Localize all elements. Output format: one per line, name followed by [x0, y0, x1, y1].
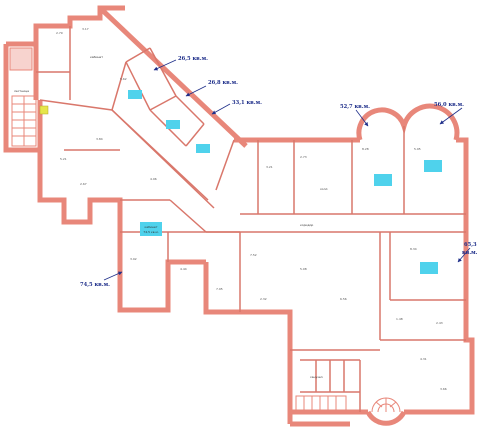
arrow-52-7: [355, 109, 369, 127]
outer-walls: [3, 5, 475, 427]
room-tag-5: [424, 160, 442, 172]
dim-20: 3.66: [440, 387, 447, 391]
round-stair: [371, 397, 401, 413]
arrow-26-8: [185, 85, 207, 97]
area-label-26-8: 26,8 кв.м.: [208, 80, 238, 86]
highlight-tags: [128, 90, 442, 274]
interior-walls: [36, 26, 466, 412]
dim-12: 5.95: [414, 147, 421, 151]
room-tag-1: [128, 90, 142, 99]
room-names: кабинет коридор санузел лестница холл: [14, 55, 328, 379]
arrow-65-3: [457, 247, 471, 263]
dim-19: 4.31: [420, 357, 427, 361]
dim-2: 3.17: [82, 27, 89, 31]
left-stair: [9, 47, 37, 147]
arrow-74-5: [103, 271, 123, 281]
dim-10: 2.73: [300, 155, 307, 159]
highlight-room-area: 74,5 кв.м.: [143, 230, 158, 234]
room-name-hall: холл: [320, 187, 328, 191]
room-name-corridor: коридор: [300, 223, 313, 227]
room-tag-6: [420, 262, 438, 274]
area-labels: 26,5 кв.м. 26,8 кв.м. 33,1 кв.м. 52,7 кв…: [80, 56, 478, 288]
dim-5: 2.67: [80, 182, 87, 186]
dim-13: 7.52: [250, 253, 257, 257]
dim-21: 7.95: [216, 287, 223, 291]
dim-6: 4.96: [150, 177, 157, 181]
area-label-33-1: 33,1 кв.м.: [232, 100, 262, 106]
dim-16: 8.34: [410, 247, 417, 251]
room-name-office: кабинет: [90, 55, 103, 59]
area-label-65-3: 65,3: [464, 242, 477, 248]
dim-9: 3.21: [266, 165, 273, 169]
dim-23: 5.62: [120, 77, 127, 81]
dim-15: 6.56: [340, 297, 347, 301]
area-label-74-5: 74,5 кв.м.: [80, 282, 110, 288]
dim-22: 2.32: [260, 297, 267, 301]
dim-14: 5.08: [300, 267, 307, 271]
yellow-marker: [39, 105, 49, 115]
dimensions: 2.79 3.17 5.21 3.84 2.67 4.96 3.92 4.44 …: [56, 27, 447, 391]
room-tag-4: [374, 174, 392, 186]
arrow-26-5: [153, 59, 177, 71]
bottom-stair: [295, 395, 347, 415]
room-tag-2: [166, 120, 180, 129]
dim-3: 5.21: [60, 157, 67, 161]
room-tag-7: [140, 222, 162, 236]
area-label-65-3-unit: кв.м.: [462, 250, 478, 256]
highlight-room-name: кабинет: [144, 225, 157, 229]
area-callouts: [103, 59, 471, 281]
room-name-stair: лестница: [14, 89, 29, 93]
arrow-33-1: [211, 103, 231, 115]
dim-4: 3.84: [96, 137, 103, 141]
room-name-wc: санузел: [310, 375, 323, 379]
dim-18: 2.43: [436, 321, 443, 325]
arrow-56-0: [439, 107, 463, 125]
dim-17: 1.48: [396, 317, 403, 321]
dim-8: 4.44: [180, 267, 187, 271]
dim-1: 2.79: [56, 31, 63, 35]
room-tag-3: [196, 144, 210, 153]
dim-7: 3.92: [130, 257, 137, 261]
dim-11: 8.28: [362, 147, 369, 151]
area-label-26-5: 26,5 кв.м.: [178, 56, 208, 62]
area-label-52-7: 52,7 кв.м.: [340, 104, 370, 110]
area-label-56-0: 56,0 кв.м.: [434, 102, 464, 108]
